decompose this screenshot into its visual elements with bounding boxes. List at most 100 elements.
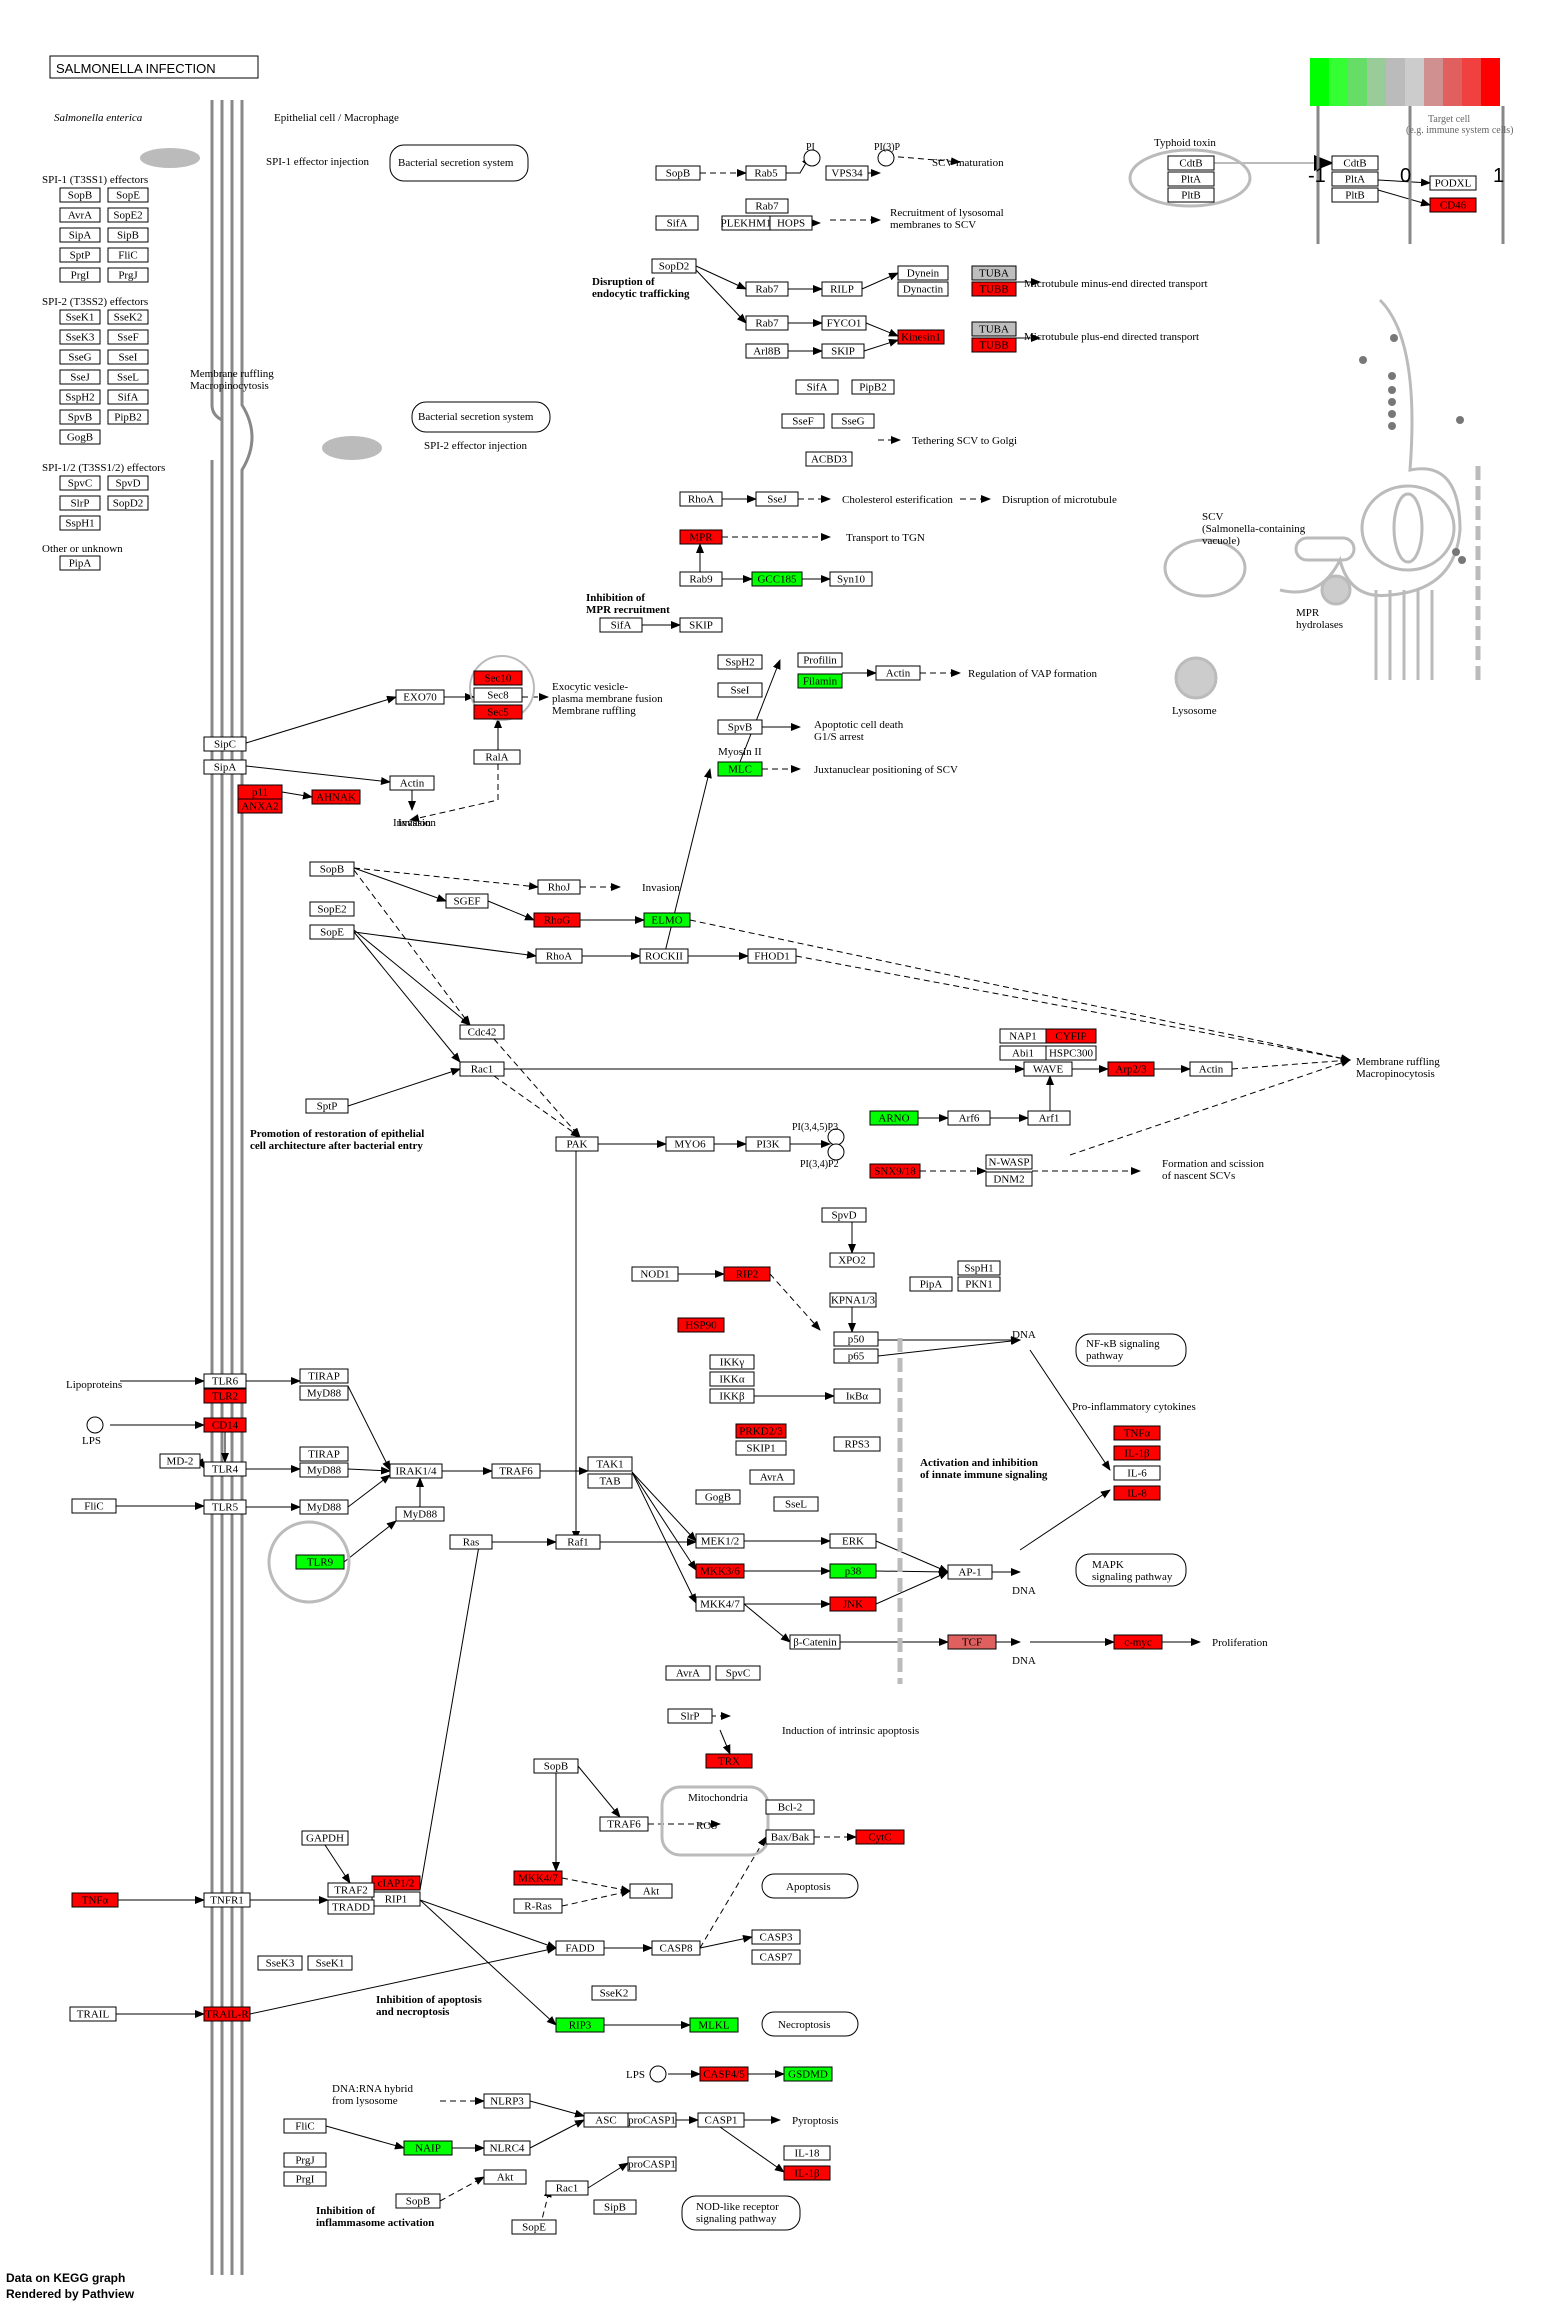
gene-node-skip1[interactable]: SKIP1 xyxy=(735,1440,787,1456)
gene-node-flic[interactable]: FliC xyxy=(107,247,149,263)
gene-node-dynein[interactable]: Dynein xyxy=(897,265,949,281)
gene-node-tak1[interactable]: TAK1 xyxy=(587,1456,633,1472)
gene-node-sec10[interactable]: Sec10 xyxy=(473,670,523,686)
gene-node-cd14[interactable]: CD14 xyxy=(203,1417,247,1433)
gene-node-sifa[interactable]: SifA xyxy=(107,389,149,405)
gene-node-akt[interactable]: Akt xyxy=(629,1883,673,1899)
gene-node-pltb[interactable]: PltB xyxy=(1167,187,1215,203)
gene-node-avra[interactable]: AvrA xyxy=(749,1469,795,1485)
gene-node-rip2[interactable]: RIP2 xyxy=(723,1266,771,1282)
gene-node-sipc[interactable]: SipC xyxy=(203,736,247,752)
gene-node-ikk-[interactable]: IKKα xyxy=(709,1371,755,1387)
gene-node-il-1-[interactable]: IL-1β xyxy=(783,2165,831,2181)
gene-node-tlr4[interactable]: TLR4 xyxy=(203,1461,247,1477)
gene-node-ssej[interactable]: SseJ xyxy=(755,491,799,507)
gene-node-vps34[interactable]: VPS34 xyxy=(825,165,869,181)
gene-node-p50[interactable]: p50 xyxy=(833,1331,879,1347)
gene-node-plta[interactable]: PltA xyxy=(1331,171,1379,187)
gene-node-spvd[interactable]: SpvD xyxy=(107,475,149,491)
gene-node-kpna1-3[interactable]: KPNA1/3 xyxy=(829,1292,877,1308)
gene-node-cyfip[interactable]: CYFIP xyxy=(1045,1028,1097,1044)
gene-node-dnm2[interactable]: DNM2 xyxy=(985,1171,1033,1187)
gene-node-mkk3-6[interactable]: MKK3/6 xyxy=(695,1563,745,1579)
gene-node-erk[interactable]: ERK xyxy=(829,1533,877,1549)
gene-node-myd88[interactable]: MyD88 xyxy=(395,1506,445,1522)
gene-node-ssek1[interactable]: SseK1 xyxy=(59,309,101,325)
gene-node-casp8[interactable]: CASP8 xyxy=(651,1940,701,1956)
gene-node-myd88[interactable]: MyD88 xyxy=(299,1499,349,1515)
gene-node-sec8[interactable]: Sec8 xyxy=(473,687,523,703)
gene-node-sptp[interactable]: SptP xyxy=(59,247,101,263)
gene-node-traf6[interactable]: TRAF6 xyxy=(491,1463,541,1479)
gene-node-trx[interactable]: TRX xyxy=(705,1753,753,1769)
gene-node-rip1[interactable]: RIP1 xyxy=(371,1891,421,1907)
gene-node-bax-bak[interactable]: Bax/Bak xyxy=(765,1829,815,1845)
gene-node-pak[interactable]: PAK xyxy=(555,1136,599,1152)
gene-node-ssph1[interactable]: SspH1 xyxy=(957,1260,1001,1276)
gene-node-dynactin[interactable]: Dynactin xyxy=(897,281,949,297)
gene-node-tuba[interactable]: TUBA xyxy=(971,321,1017,337)
gene-node-ciap1-2[interactable]: cIAP1/2 xyxy=(371,1875,421,1891)
gene-node-ssek1[interactable]: SseK1 xyxy=(307,1955,353,1971)
gene-node-ssej[interactable]: SseJ xyxy=(59,369,101,385)
gene-node-gogb[interactable]: GogB xyxy=(695,1489,741,1505)
gene-node-sopd2[interactable]: SopD2 xyxy=(107,495,149,511)
gene-node-ssei[interactable]: SseI xyxy=(717,682,763,698)
gene-node-sipa[interactable]: SipA xyxy=(59,227,101,243)
gene-node-prkd2-3[interactable]: PRKD2/3 xyxy=(735,1423,787,1439)
gene-node-pipa[interactable]: PipA xyxy=(909,1276,953,1292)
gene-node-sptp[interactable]: SptP xyxy=(305,1098,349,1114)
gene-node-nlrc4[interactable]: NLRC4 xyxy=(483,2140,531,2156)
gene-node-ssel[interactable]: SseL xyxy=(107,369,149,385)
gene-node-cdtb[interactable]: CdtB xyxy=(1167,155,1215,171)
gene-node-arl8b[interactable]: Arl8B xyxy=(745,343,789,359)
gene-node-slrp[interactable]: SlrP xyxy=(667,1708,713,1724)
gene-node-gcc185[interactable]: GCC185 xyxy=(751,571,803,587)
gene-node-spvb[interactable]: SpvB xyxy=(59,409,101,425)
gene-node-mkk4-7[interactable]: MKK4/7 xyxy=(513,1870,563,1886)
gene-node-sipa[interactable]: SipA xyxy=(203,759,247,775)
gene-node-tnf-[interactable]: TNFα xyxy=(71,1892,119,1908)
gene-node-pltb[interactable]: PltB xyxy=(1331,187,1379,203)
gene-node-gogb[interactable]: GogB xyxy=(59,429,101,445)
gene-node-flic[interactable]: FliC xyxy=(283,2118,327,2134)
gene-node-fyco1[interactable]: FYCO1 xyxy=(821,315,867,331)
gene-node-sopb[interactable]: SopB xyxy=(309,861,355,877)
gene-node-skip[interactable]: SKIP xyxy=(679,617,723,633)
gene-node-tcf[interactable]: TCF xyxy=(947,1634,997,1650)
gene-node-tab[interactable]: TAB xyxy=(587,1473,633,1489)
gene-node-acbd3[interactable]: ACBD3 xyxy=(805,451,853,467)
gene-node-c-myc[interactable]: c-myc xyxy=(1113,1634,1163,1650)
gene-node-ssef[interactable]: SseF xyxy=(781,413,825,429)
gene-node-sseg[interactable]: SseG xyxy=(831,413,875,429)
gene-node-il-18[interactable]: IL-18 xyxy=(783,2145,831,2161)
gene-node-cdc42[interactable]: Cdc42 xyxy=(459,1024,505,1040)
gene-node-p38[interactable]: p38 xyxy=(829,1563,877,1579)
gene-node-i-b-[interactable]: IκBα xyxy=(833,1388,881,1404)
gene-node--catenin[interactable]: β-Catenin xyxy=(789,1634,841,1650)
gene-node-rhoa[interactable]: RhoA xyxy=(679,491,723,507)
gene-node-plta[interactable]: PltA xyxy=(1167,171,1215,187)
gene-node-mpr[interactable]: MPR xyxy=(679,529,723,545)
gene-node-spvd[interactable]: SpvD xyxy=(821,1207,867,1223)
gene-node-ssek2[interactable]: SseK2 xyxy=(591,1985,637,2001)
gene-node-actin[interactable]: Actin xyxy=(875,665,921,681)
gene-node-ahnak[interactable]: AHNAK xyxy=(311,789,361,805)
gene-node-irak1-4[interactable]: IRAK1/4 xyxy=(389,1463,443,1479)
gene-node-mlkl[interactable]: MLKL xyxy=(689,2017,739,2033)
gene-node-tlr2[interactable]: TLR2 xyxy=(203,1388,247,1404)
gene-node-sifa[interactable]: SifA xyxy=(655,215,699,231)
gene-node-sope2[interactable]: SopE2 xyxy=(309,901,355,917)
gene-node-sopb[interactable]: SopB xyxy=(59,187,101,203)
gene-node-cd46[interactable]: CD46 xyxy=(1429,197,1477,213)
gene-node-sec5[interactable]: Sec5 xyxy=(473,704,523,720)
gene-node-rac1[interactable]: Rac1 xyxy=(545,2180,589,2196)
gene-node-hsp90[interactable]: HSP90 xyxy=(677,1317,725,1333)
gene-node-rab9[interactable]: Rab9 xyxy=(679,571,723,587)
gene-node-sope[interactable]: SopE xyxy=(309,924,355,940)
gene-node-rhoj[interactable]: RhoJ xyxy=(537,879,581,895)
gene-node-tlr5[interactable]: TLR5 xyxy=(203,1499,247,1515)
gene-node-tubb[interactable]: TUBB xyxy=(971,281,1017,297)
gene-node-r-ras[interactable]: R-Ras xyxy=(513,1898,563,1914)
gene-node-pipa[interactable]: PipA xyxy=(59,555,101,571)
